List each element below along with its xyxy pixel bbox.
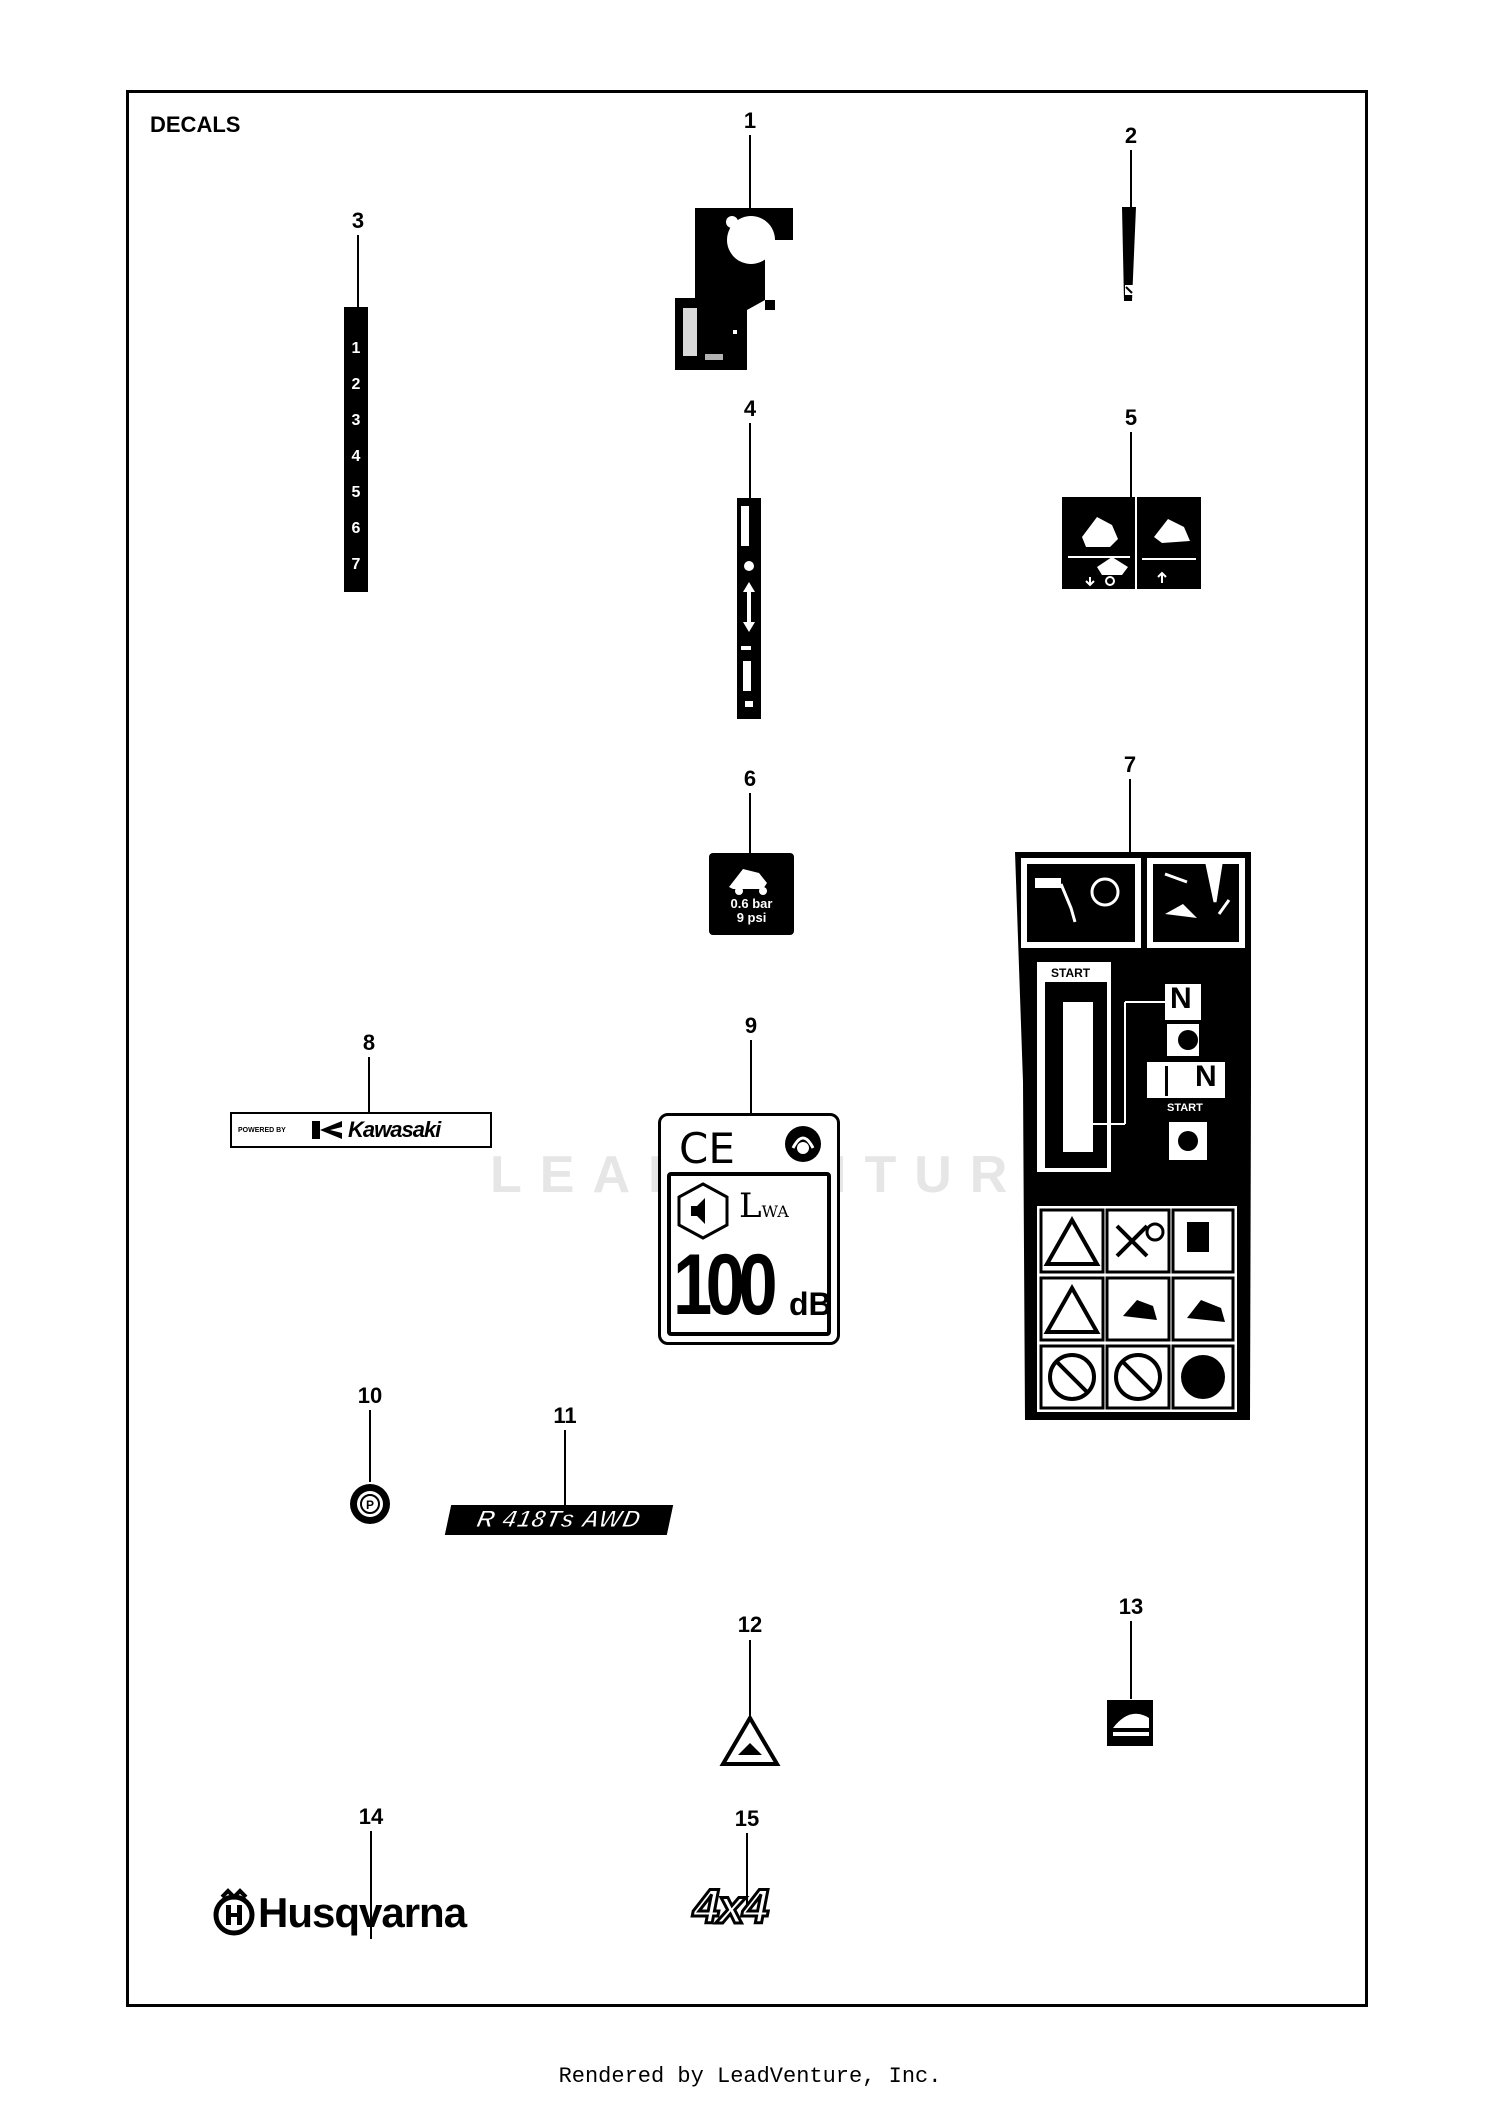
noise-unit: dB [789, 1286, 832, 1322]
decal-15-4x4-badge[interactable]: 4x4 [691, 1880, 770, 1936]
decal-6-tire-pressure[interactable]: 0.6 bar 9 psi [709, 853, 794, 935]
leader-line-10 [369, 1410, 371, 1482]
decal-12-warning-triangle[interactable] [719, 1714, 781, 1767]
callout-15[interactable]: 15 [734, 1806, 760, 1831]
ce-mark: CE [679, 1124, 735, 1173]
leader-line-1 [749, 135, 751, 230]
decal-7-operating-instructions[interactable]: START N N START [1015, 852, 1251, 1420]
neutral-label-2: N [1195, 1060, 1217, 1093]
height-setting-2: 2 [351, 376, 361, 393]
noise-level-value: 100 [673, 1237, 778, 1333]
callout-1[interactable]: 1 [743, 108, 757, 133]
kawasaki-logo-icon [312, 1121, 342, 1139]
neutral-label: N [1170, 982, 1192, 1015]
leader-line-15 [746, 1833, 748, 1905]
decal-14-husqvarna-logo[interactable]: Husqvarna [212, 1888, 467, 1938]
callout-11[interactable]: 11 [553, 1403, 577, 1428]
callout-14[interactable]: 14 [358, 1804, 384, 1829]
pressure-bar: 0.6 bar [730, 896, 773, 911]
callout-6[interactable]: 6 [743, 766, 757, 791]
callout-12[interactable]: 12 [737, 1612, 763, 1637]
decal-8-kawasaki[interactable]: POWERED BY Kawasaki [230, 1112, 492, 1148]
leader-line-13 [1130, 1621, 1132, 1699]
decal-4-control-strip[interactable] [735, 496, 765, 721]
leader-line-3 [357, 235, 359, 307]
leader-line-7 [1129, 779, 1131, 854]
height-setting-1: 1 [351, 340, 361, 357]
callout-2[interactable]: 2 [1124, 123, 1138, 148]
noise-panel: LWA 100 dB [667, 1172, 832, 1336]
start-label-top: START [1051, 966, 1091, 980]
callout-3[interactable]: 3 [351, 208, 365, 233]
leader-line-6 [749, 793, 751, 853]
callout-7[interactable]: 7 [1123, 752, 1137, 777]
diagram-frame [126, 90, 1368, 2007]
powered-by-label: POWERED BY [238, 1126, 286, 1134]
leader-line-4 [749, 423, 751, 498]
husqvarna-brand: Husqvarna [258, 1889, 467, 1936]
decal-2-narrow-strip[interactable] [1120, 205, 1140, 305]
parking-p-icon: P [366, 1498, 374, 1512]
lwa-subscript: WA [761, 1202, 789, 1221]
safety-pictogram-grid [1039, 1208, 1235, 1410]
leader-line-8 [368, 1057, 370, 1112]
section-title: DECALS [150, 112, 241, 137]
height-setting-3: 3 [351, 412, 361, 429]
height-setting-7: 7 [351, 556, 361, 573]
ear-protection-icon [785, 1126, 821, 1162]
callout-9[interactable]: 9 [744, 1013, 758, 1038]
decal-9-noise-level[interactable]: CE LWA 100 dB [658, 1113, 840, 1345]
height-setting-4: 4 [351, 448, 361, 465]
leader-line-12 [749, 1640, 751, 1722]
callout-13[interactable]: 13 [1118, 1594, 1144, 1619]
height-setting-5: 5 [351, 484, 361, 501]
leader-line-2 [1130, 150, 1132, 208]
callout-8[interactable]: 8 [362, 1030, 376, 1055]
start-label-bottom: START [1167, 1102, 1203, 1114]
decal-5-mower-deck-decal[interactable] [1062, 497, 1202, 590]
tractor-icon [729, 869, 767, 895]
footer-credit: Rendered by LeadVenture, Inc. [558, 2064, 942, 2089]
model-name: R 418Ts AWD [474, 1506, 645, 1534]
leader-line-14 [370, 1831, 372, 1939]
lwa-letter: L [739, 1186, 762, 1226]
callout-10[interactable]: 10 [357, 1383, 383, 1408]
callout-5[interactable]: 5 [1124, 405, 1138, 430]
lwa-label: LWA [739, 1186, 789, 1226]
leader-line-5 [1130, 432, 1132, 497]
pressure-psi: 9 psi [736, 910, 767, 925]
speaker-hex-icon [677, 1182, 729, 1240]
leader-line-11 [564, 1430, 566, 1508]
height-setting-6: 6 [351, 520, 361, 537]
husqvarna-crown-icon [213, 1888, 255, 1936]
callout-4[interactable]: 4 [743, 396, 757, 421]
decal-11-model-badge[interactable]: R 418Ts AWD [444, 1505, 674, 1535]
leader-line-9 [750, 1040, 752, 1115]
decal-13-operator-decal[interactable] [1105, 1698, 1155, 1748]
decal-10-parking-brake[interactable]: P [348, 1482, 392, 1526]
decal-1-lever-plate[interactable] [665, 200, 795, 385]
kawasaki-brand: Kawasaki [348, 1117, 441, 1142]
decal-3-height-strip[interactable]: 1 2 3 4 5 6 7 [344, 307, 368, 592]
